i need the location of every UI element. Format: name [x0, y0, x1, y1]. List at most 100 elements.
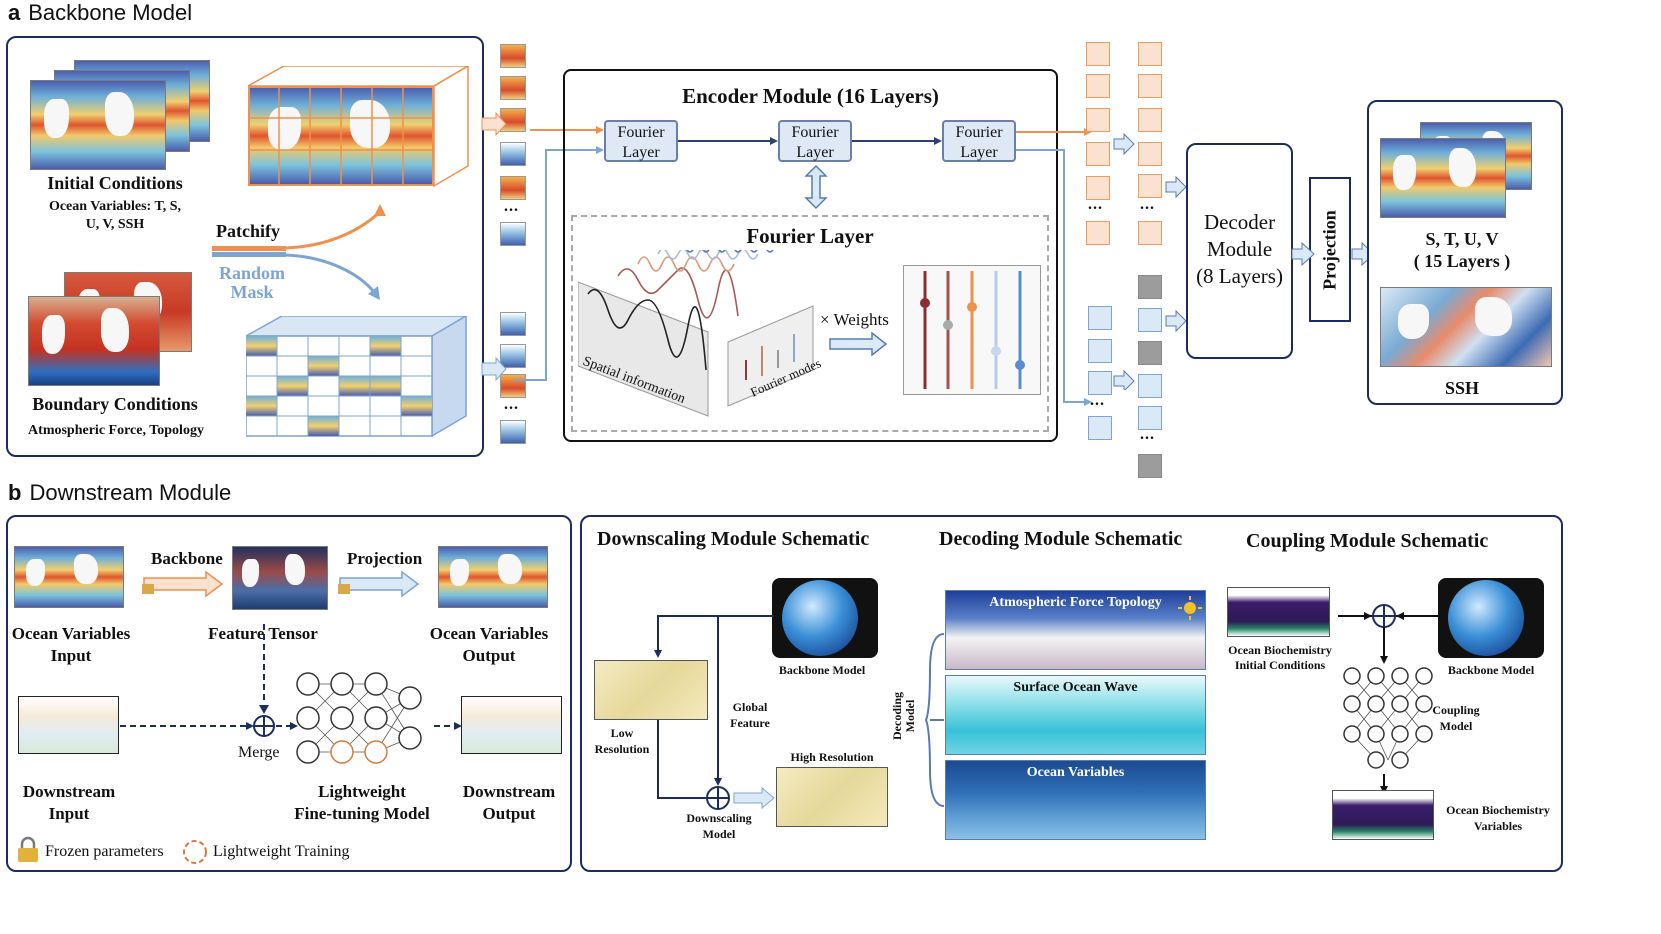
boundary-map-front [28, 296, 160, 386]
dashed-circle-icon [183, 840, 207, 864]
downscaling-title: Downscaling Module Schematic [597, 528, 870, 550]
masked-token [500, 344, 526, 368]
token-hollow-arrows [1113, 132, 1187, 390]
earth-globe-icon [782, 580, 858, 656]
global-feature-label-1: Global [732, 700, 768, 714]
boundary-conditions-title: Boundary Conditions [32, 394, 198, 414]
token-orange [1138, 108, 1162, 132]
token-blue [1088, 339, 1112, 363]
coupling-network [1343, 667, 1433, 769]
output-map-front [1380, 138, 1506, 218]
downstream-output-label-1: Downstream [462, 782, 556, 801]
low-res-map [594, 660, 708, 720]
ssh-label: SSH [1444, 378, 1480, 398]
spatial-waves [578, 250, 814, 417]
legend-frozen: Frozen parameters [45, 843, 164, 860]
token-grey [1138, 454, 1162, 478]
initial-map-front [30, 80, 166, 170]
lock-icon [18, 836, 38, 862]
feature-tensor [232, 546, 328, 610]
ocean-output-label-1: Ocean Variables [429, 624, 549, 643]
weights-label: × Weights [820, 310, 889, 329]
bio-init-map [1227, 587, 1330, 637]
atmos-band: Atmospheric Force Topology [945, 590, 1206, 670]
high-res-label: High Resolution [790, 750, 874, 764]
lightweight-label-2: Fine-tuning Model [294, 804, 430, 823]
initial-conditions-sub1: Ocean Variables: T, S, [48, 199, 182, 214]
low-res-label-2: Resolution [594, 742, 650, 756]
patch-grid-orange [248, 66, 470, 188]
token-orange [1138, 221, 1162, 245]
backbone-arrow [142, 570, 224, 598]
token-patch [500, 222, 526, 246]
downstream-input-label-2: Input [48, 804, 90, 823]
encoder-module [563, 69, 1058, 442]
fourier-detail-box [571, 215, 1049, 432]
token-patch [500, 108, 526, 132]
fourier-detail-title: Fourier Layer [746, 224, 874, 248]
backbone-model-label-coupling: Backbone Model [1447, 663, 1535, 677]
coupling-title: Coupling Module Schematic [1246, 530, 1489, 552]
downscaling-model-label-1: Downscaling [686, 811, 752, 825]
bio-vars-label-1: Ocean Biochemistry [1446, 803, 1550, 817]
token-ellipsis: ... [1140, 426, 1155, 443]
token-patch [500, 142, 526, 166]
ocean-band: Ocean Variables [945, 760, 1206, 840]
random-mask-label-1: Random [218, 263, 285, 283]
initial-conditions-title: Initial Conditions [47, 173, 183, 193]
masked-token [500, 374, 526, 398]
token-patch [500, 44, 526, 68]
ocean-input-label-2: Input [50, 646, 92, 665]
lightweight-label-1: Lightweight [318, 782, 406, 801]
sun-icon [1178, 596, 1202, 620]
token-patch [500, 76, 526, 100]
token-blue [1088, 371, 1112, 395]
token-orange [1086, 74, 1110, 98]
token-orange [1138, 174, 1162, 198]
token-ellipsis: ... [1090, 392, 1105, 409]
token-orange [1086, 221, 1110, 245]
ssh-map [1380, 287, 1552, 367]
token-blue [1138, 374, 1162, 398]
bio-output-map [1332, 790, 1434, 840]
token-orange [1086, 142, 1110, 166]
weights-arrow [829, 332, 888, 356]
token-blue [1138, 406, 1162, 430]
encoder-connectors [481, 111, 604, 382]
lightweight-network [296, 672, 422, 764]
token-ellipsis: ... [1140, 196, 1155, 213]
ocean-input-map [14, 546, 124, 608]
encoder-output-arrows [1016, 128, 1092, 406]
token-grey [1138, 275, 1162, 299]
token-blue [1088, 416, 1112, 440]
token-orange [1138, 42, 1162, 66]
backbone-model-label: Backbone Model [778, 663, 866, 677]
token-orange [1138, 74, 1162, 98]
high-res-map [776, 767, 888, 827]
low-res-label-1: Low [610, 726, 634, 740]
downstream-input-box [18, 696, 119, 754]
token-blue [1088, 306, 1112, 330]
weights-sliders [920, 271, 1025, 389]
downstream-output-box [461, 696, 562, 754]
downscaling-model-label-2: Model [702, 827, 736, 841]
downstream-output-label-2: Output [482, 804, 536, 823]
bio-init-label-1: Ocean Biochemistry [1228, 643, 1332, 657]
wave-band: Surface Ocean Wave [945, 675, 1206, 755]
token-orange [1138, 142, 1162, 166]
token-ellipsis: ... [1088, 196, 1103, 213]
masked-token [500, 312, 526, 336]
random-mask-label-2: Mask [230, 282, 274, 302]
ocean-input-label-1: Ocean Variables [11, 624, 131, 643]
patchify-label: Patchify [216, 221, 280, 241]
masked-cube [246, 316, 468, 438]
token-orange [1086, 42, 1110, 66]
encoder-title: Encoder Module (16 Layers) [682, 84, 939, 108]
patchify-arrows [212, 204, 386, 300]
token-orange [1086, 108, 1110, 132]
coupling-model-label-2: Model [1439, 719, 1473, 733]
earth-globe-icon [1448, 580, 1524, 656]
fourier-layer-arrows [678, 137, 942, 210]
